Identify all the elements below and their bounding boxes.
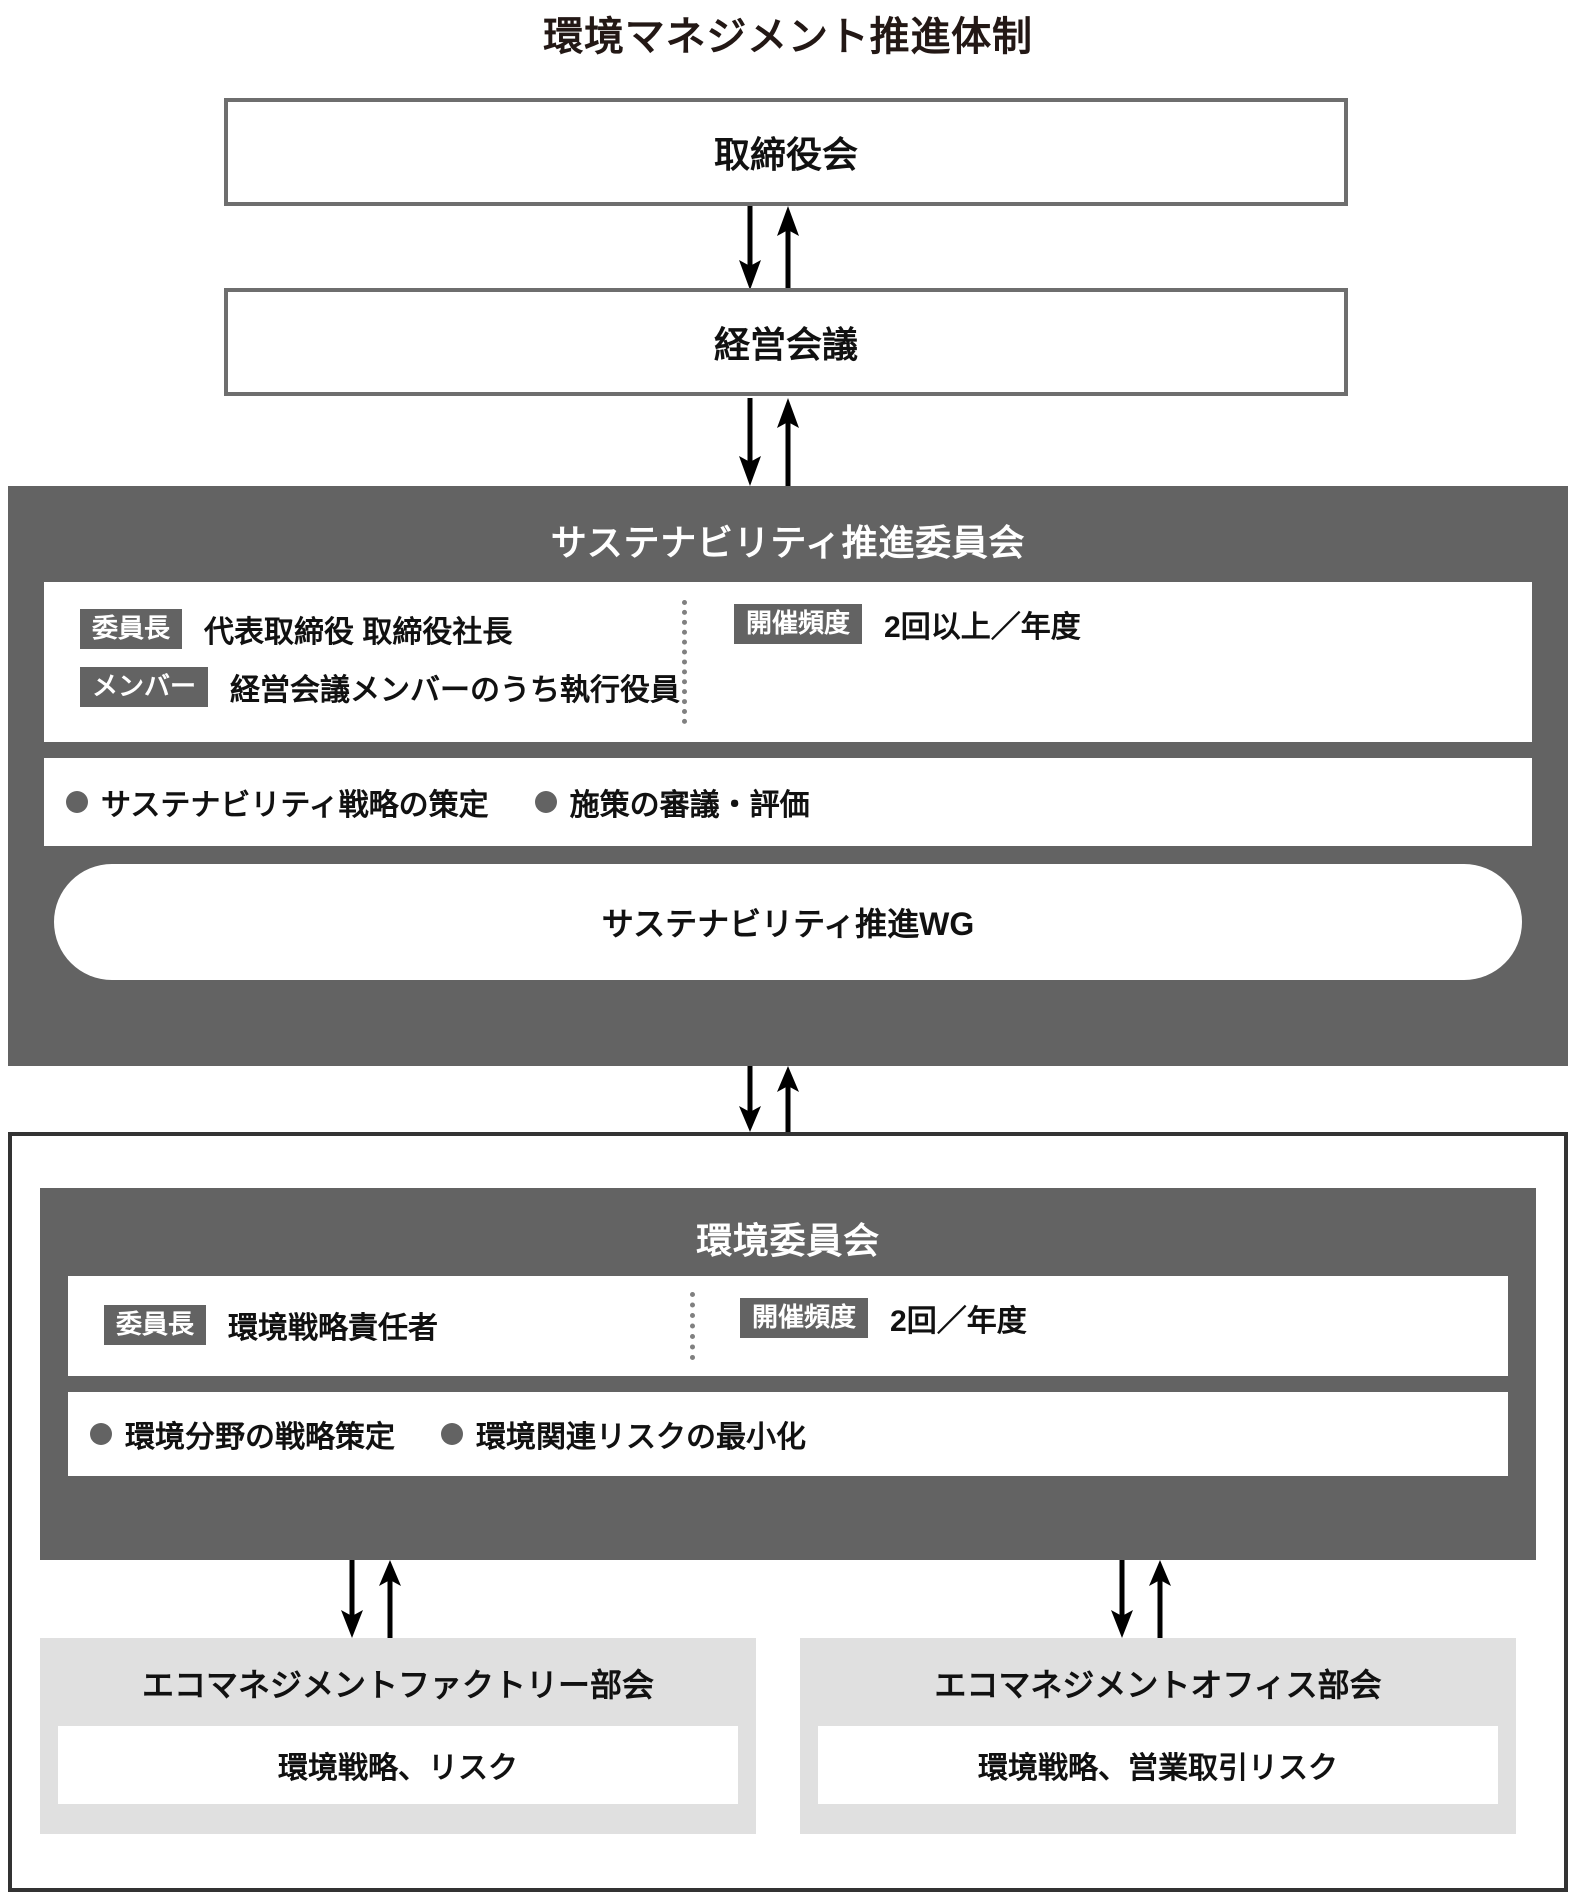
frequency-group-environment: 開催頻度 2回／年度 xyxy=(740,1296,1027,1340)
arrow-up-icon xyxy=(777,206,799,290)
arrow-up-icon xyxy=(379,1560,401,1638)
arrow-up-icon xyxy=(777,398,799,486)
sustainability-info-card: 委員長 代表取締役 取締役社長 メンバー 経営会議メンバーのうち執行役員 開催頻… xyxy=(44,582,1532,742)
arrow-up-icon xyxy=(1149,1560,1171,1638)
node-sustainability-committee: サステナビリティ推進委員会 委員長 代表取締役 取締役社長 メンバー 経営会議メ… xyxy=(8,486,1568,1066)
node-management-meeting-label: 経営会議 xyxy=(713,324,858,365)
arrow-down-icon xyxy=(739,206,761,290)
bullet-text: 施策の審議・評価 xyxy=(569,789,810,822)
frequency-value: 2回／年度 xyxy=(890,1305,1027,1338)
bullet-dot-icon xyxy=(90,1423,112,1445)
bullet-dot-icon xyxy=(534,791,557,813)
kv-row-chair: 委員長 代表取締役 取締役社長 xyxy=(80,600,680,658)
bullet-item: サステナビリティ戦略の策定 xyxy=(66,780,489,824)
chair-label: 委員長 xyxy=(80,609,183,649)
frequency-group-sustainability: 開催頻度 2回以上／年度 xyxy=(734,602,1081,646)
bullet-item: 環境分野の戦略策定 xyxy=(90,1412,395,1456)
bullet-item: 環境関連リスクの最小化 xyxy=(441,1412,806,1456)
sustainability-committee-title: サステナビリティ推進委員会 xyxy=(550,522,1026,563)
frequency-label: 開催頻度 xyxy=(734,604,863,644)
dept-title: エコマネジメントファクトリー部会 xyxy=(141,1667,654,1703)
working-group-label: サステナビリティ推進WG xyxy=(601,906,975,942)
arrow-up-icon xyxy=(777,1066,799,1132)
kv-row-member: メンバー 経営会議メンバーのうち執行役員 xyxy=(80,658,680,716)
arrow-down-icon xyxy=(739,398,761,486)
dept-body: 環境戦略、営業取引リスク xyxy=(818,1726,1498,1804)
arrow-down-icon xyxy=(1111,1560,1133,1638)
node-sustainability-working-group: サステナビリティ推進WG xyxy=(54,864,1522,980)
dept-body: 環境戦略、リスク xyxy=(58,1726,738,1804)
environment-committee-title: 環境委員会 xyxy=(696,1220,880,1261)
bullet-dot-icon xyxy=(441,1423,463,1445)
bullet-dot-icon xyxy=(66,791,88,813)
page-title: 環境マネジメント推進体制 xyxy=(543,15,1033,59)
kv-row-chair: 委員長 環境戦略責任者 xyxy=(104,1296,438,1354)
node-eco-management-factory-subcommittee: エコマネジメントファクトリー部会 環境戦略、リスク xyxy=(40,1638,756,1834)
environment-bullets-card: 環境分野の戦略策定 環境関連リスクの最小化 xyxy=(68,1392,1508,1476)
sustainability-kv-list: 委員長 代表取締役 取締役社長 メンバー 経営会議メンバーのうち執行役員 xyxy=(80,600,680,716)
arrow-pair-board-management xyxy=(736,206,808,290)
chair-value: 環境戦略責任者 xyxy=(228,1312,439,1345)
environment-kv-list: 委員長 環境戦略責任者 xyxy=(104,1296,438,1354)
chair-label: 委員長 xyxy=(104,1305,207,1345)
bullet-item: 施策の審議・評価 xyxy=(534,780,810,824)
sustainability-bullets-card: サステナビリティ戦略の策定 施策の審議・評価 xyxy=(44,758,1532,846)
member-value: 経営会議メンバーのうち執行役員 xyxy=(230,674,681,707)
frequency-label: 開催頻度 xyxy=(740,1298,869,1338)
bullet-text: サステナビリティ戦略の策定 xyxy=(101,789,489,822)
arrow-pair-management-sustainability xyxy=(736,398,808,486)
arrow-down-icon xyxy=(341,1560,363,1638)
dotted-divider-icon xyxy=(690,1292,695,1360)
arrow-pair-environment-factory xyxy=(338,1560,410,1638)
dotted-divider-icon xyxy=(682,600,687,724)
arrow-pair-sustainability-environment xyxy=(736,1066,808,1132)
dept-title: エコマネジメントオフィス部会 xyxy=(934,1667,1382,1703)
frequency-value: 2回以上／年度 xyxy=(884,611,1081,644)
bullet-text: 環境関連リスクの最小化 xyxy=(476,1421,806,1454)
environment-info-card: 委員長 環境戦略責任者 開催頻度 2回／年度 xyxy=(68,1276,1508,1376)
node-environment-committee: 環境委員会 委員長 環境戦略責任者 開催頻度 2回／年度 環境分野の戦略策定 xyxy=(40,1188,1536,1560)
node-eco-management-office-subcommittee: エコマネジメントオフィス部会 環境戦略、営業取引リスク xyxy=(800,1638,1516,1834)
node-management-meeting: 経営会議 xyxy=(224,288,1348,396)
arrow-pair-environment-office xyxy=(1108,1560,1180,1638)
chair-value: 代表取締役 取締役社長 xyxy=(204,616,513,649)
bullet-text: 環境分野の戦略策定 xyxy=(125,1421,395,1454)
member-label: メンバー xyxy=(80,667,209,707)
node-board-of-directors-label: 取締役会 xyxy=(713,134,858,175)
arrow-down-icon xyxy=(739,1066,761,1132)
node-board-of-directors: 取締役会 xyxy=(224,98,1348,206)
